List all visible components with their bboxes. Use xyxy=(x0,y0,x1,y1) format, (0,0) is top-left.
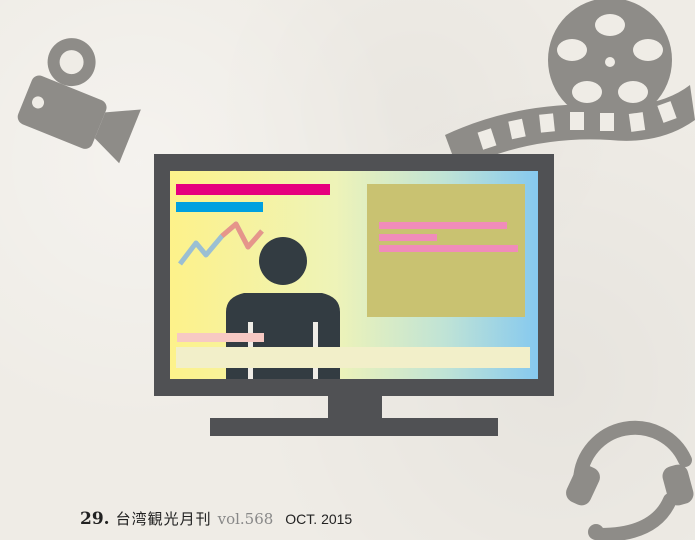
ticker-bar xyxy=(176,347,530,368)
info-line-3 xyxy=(379,245,518,252)
page-footer: 29. 台湾観光月刊 vol.568 OCT. 2015 xyxy=(80,508,352,529)
tv-stand-neck xyxy=(328,394,382,420)
tv-stand-base xyxy=(210,418,498,436)
headset-icon xyxy=(566,420,694,540)
issue-date: OCT. 2015 xyxy=(285,511,353,527)
info-line-2 xyxy=(379,234,437,241)
headline-bar-magenta xyxy=(176,184,330,195)
film-reel-icon xyxy=(445,0,695,170)
headline-bar-cyan xyxy=(176,202,263,212)
video-camera-icon xyxy=(17,38,141,164)
magazine-title: 台湾観光月刊 xyxy=(115,510,212,528)
info-line-1 xyxy=(379,222,507,229)
ticker-label-pink xyxy=(177,333,264,342)
volume-number: vol.568 xyxy=(217,510,274,528)
page-number: 29. xyxy=(80,509,110,529)
